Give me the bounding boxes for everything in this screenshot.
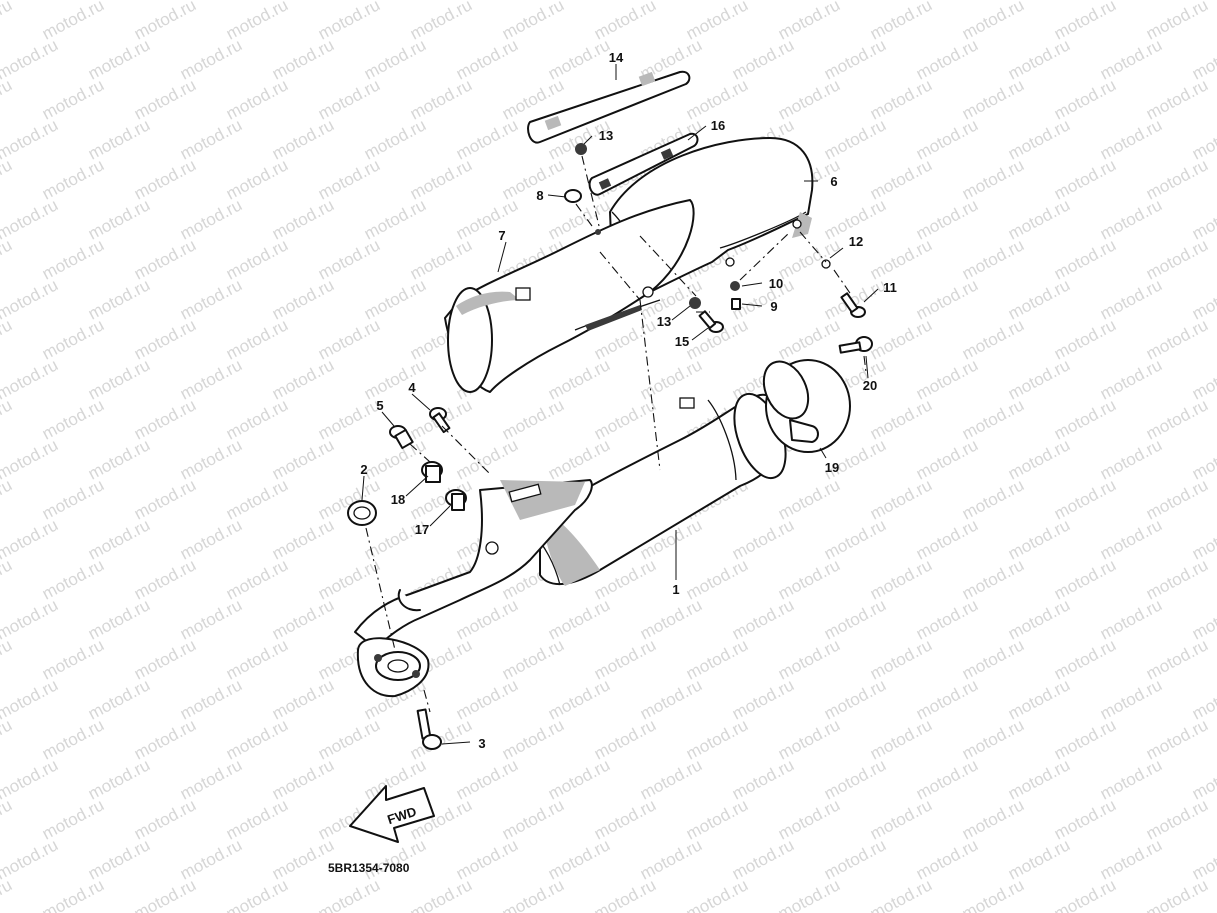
drawing-code: 5BR1354-7080 <box>328 861 410 875</box>
watermark-text: motod.ru <box>775 875 843 913</box>
part-label-19: 19 <box>825 460 839 475</box>
part-label-16: 16 <box>711 118 725 133</box>
watermark-text: motod.ru <box>407 875 475 913</box>
watermark-text: motod.ru <box>0 515 61 563</box>
watermark-text: motod.ru <box>0 235 15 283</box>
watermark-text: motod.ru <box>591 875 659 913</box>
part-labels: 14 13 16 6 8 7 12 10 9 11 13 15 20 19 4 … <box>360 50 896 751</box>
watermark-text: motod.ru <box>959 875 1027 913</box>
part-label-3: 3 <box>478 736 485 751</box>
watermark-text: motod.ru <box>1189 515 1217 563</box>
part-label-17: 17 <box>415 522 429 537</box>
watermark-text: motod.ru <box>223 875 291 913</box>
part-label-13-top: 13 <box>599 128 613 143</box>
alignment-lines <box>365 155 867 713</box>
watermark-text: motod.ru <box>1189 675 1217 723</box>
part-label-20: 20 <box>863 378 877 393</box>
watermark-text: motod.ru <box>0 35 61 83</box>
watermark-text: motod.ru <box>131 875 199 913</box>
watermark-text: motod.ru <box>0 675 61 723</box>
part-label-13-lower: 13 <box>657 314 671 329</box>
watermark-text: motod.ru <box>0 315 15 363</box>
watermark-text: motod.ru <box>0 875 15 913</box>
part-label-14: 14 <box>609 50 624 65</box>
muffler-end-cap <box>762 359 851 453</box>
part-label-4: 4 <box>408 380 416 395</box>
watermark-text: motod.ru <box>0 395 15 443</box>
part-label-8: 8 <box>536 188 543 203</box>
part-label-7: 7 <box>498 228 505 243</box>
part-label-5: 5 <box>376 398 383 413</box>
watermark-text: motod.ru <box>0 115 61 163</box>
lower-plate <box>588 132 699 196</box>
watermark-text: motod.ru <box>867 875 935 913</box>
watermark-text: motod.ru <box>0 475 15 523</box>
watermark-text: motod.ru <box>0 795 15 843</box>
watermark-text: motod.ru <box>0 155 15 203</box>
part-label-6: 6 <box>830 174 837 189</box>
part-label-2: 2 <box>360 462 367 477</box>
watermark-text: motod.ru <box>0 355 61 403</box>
watermark-text: motod.ru <box>1189 355 1217 403</box>
watermark-text: motod.ru <box>1189 755 1217 803</box>
muffler-assembly <box>354 392 787 698</box>
part-label-10: 10 <box>769 276 783 291</box>
watermark-text: motod.ru <box>1189 595 1217 643</box>
watermark-text: motod.ru <box>1189 35 1217 83</box>
part-label-1: 1 <box>672 582 679 597</box>
watermark-text: motod.ru <box>39 875 107 913</box>
watermark-text: motod.ru <box>0 0 15 44</box>
watermark-text: motod.ru <box>0 715 15 763</box>
part-label-15: 15 <box>675 334 689 349</box>
part-label-18: 18 <box>391 492 405 507</box>
watermark-text: motod.ru <box>1189 435 1217 483</box>
inner-protector <box>444 199 695 393</box>
watermark-text: motod.ru <box>1189 835 1217 883</box>
watermark-text: motod.ru <box>1051 875 1119 913</box>
watermark-text: motod.ru <box>1143 875 1211 913</box>
watermark-text: motod.ru <box>315 875 383 913</box>
watermark-text: motod.ru <box>0 75 15 123</box>
watermark-text: motod.ru <box>1189 275 1217 323</box>
part-label-9: 9 <box>770 299 777 314</box>
part-label-12: 12 <box>849 234 863 249</box>
watermark-text: motod.ru <box>499 875 567 913</box>
watermark-text: motod.ru <box>0 555 15 603</box>
forward-direction-arrow: FWD <box>349 785 435 843</box>
watermark-text: motod.ru <box>1189 195 1217 243</box>
watermark-text: motod.ru <box>1189 115 1217 163</box>
watermark-text: motod.ru <box>0 755 61 803</box>
top-plate <box>527 70 691 144</box>
watermark-text: motod.ru <box>0 635 15 683</box>
part-label-11: 11 <box>883 280 897 295</box>
watermark-text: motod.ru <box>0 275 61 323</box>
label-leaders <box>361 64 879 745</box>
hardware <box>347 143 873 750</box>
watermark-text: motod.ru <box>683 875 751 913</box>
watermark-text: motod.ru <box>0 195 61 243</box>
watermark-text: motod.ru <box>0 435 61 483</box>
watermark-text: motod.ru <box>0 835 61 883</box>
watermark-text: motod.ru <box>0 595 61 643</box>
